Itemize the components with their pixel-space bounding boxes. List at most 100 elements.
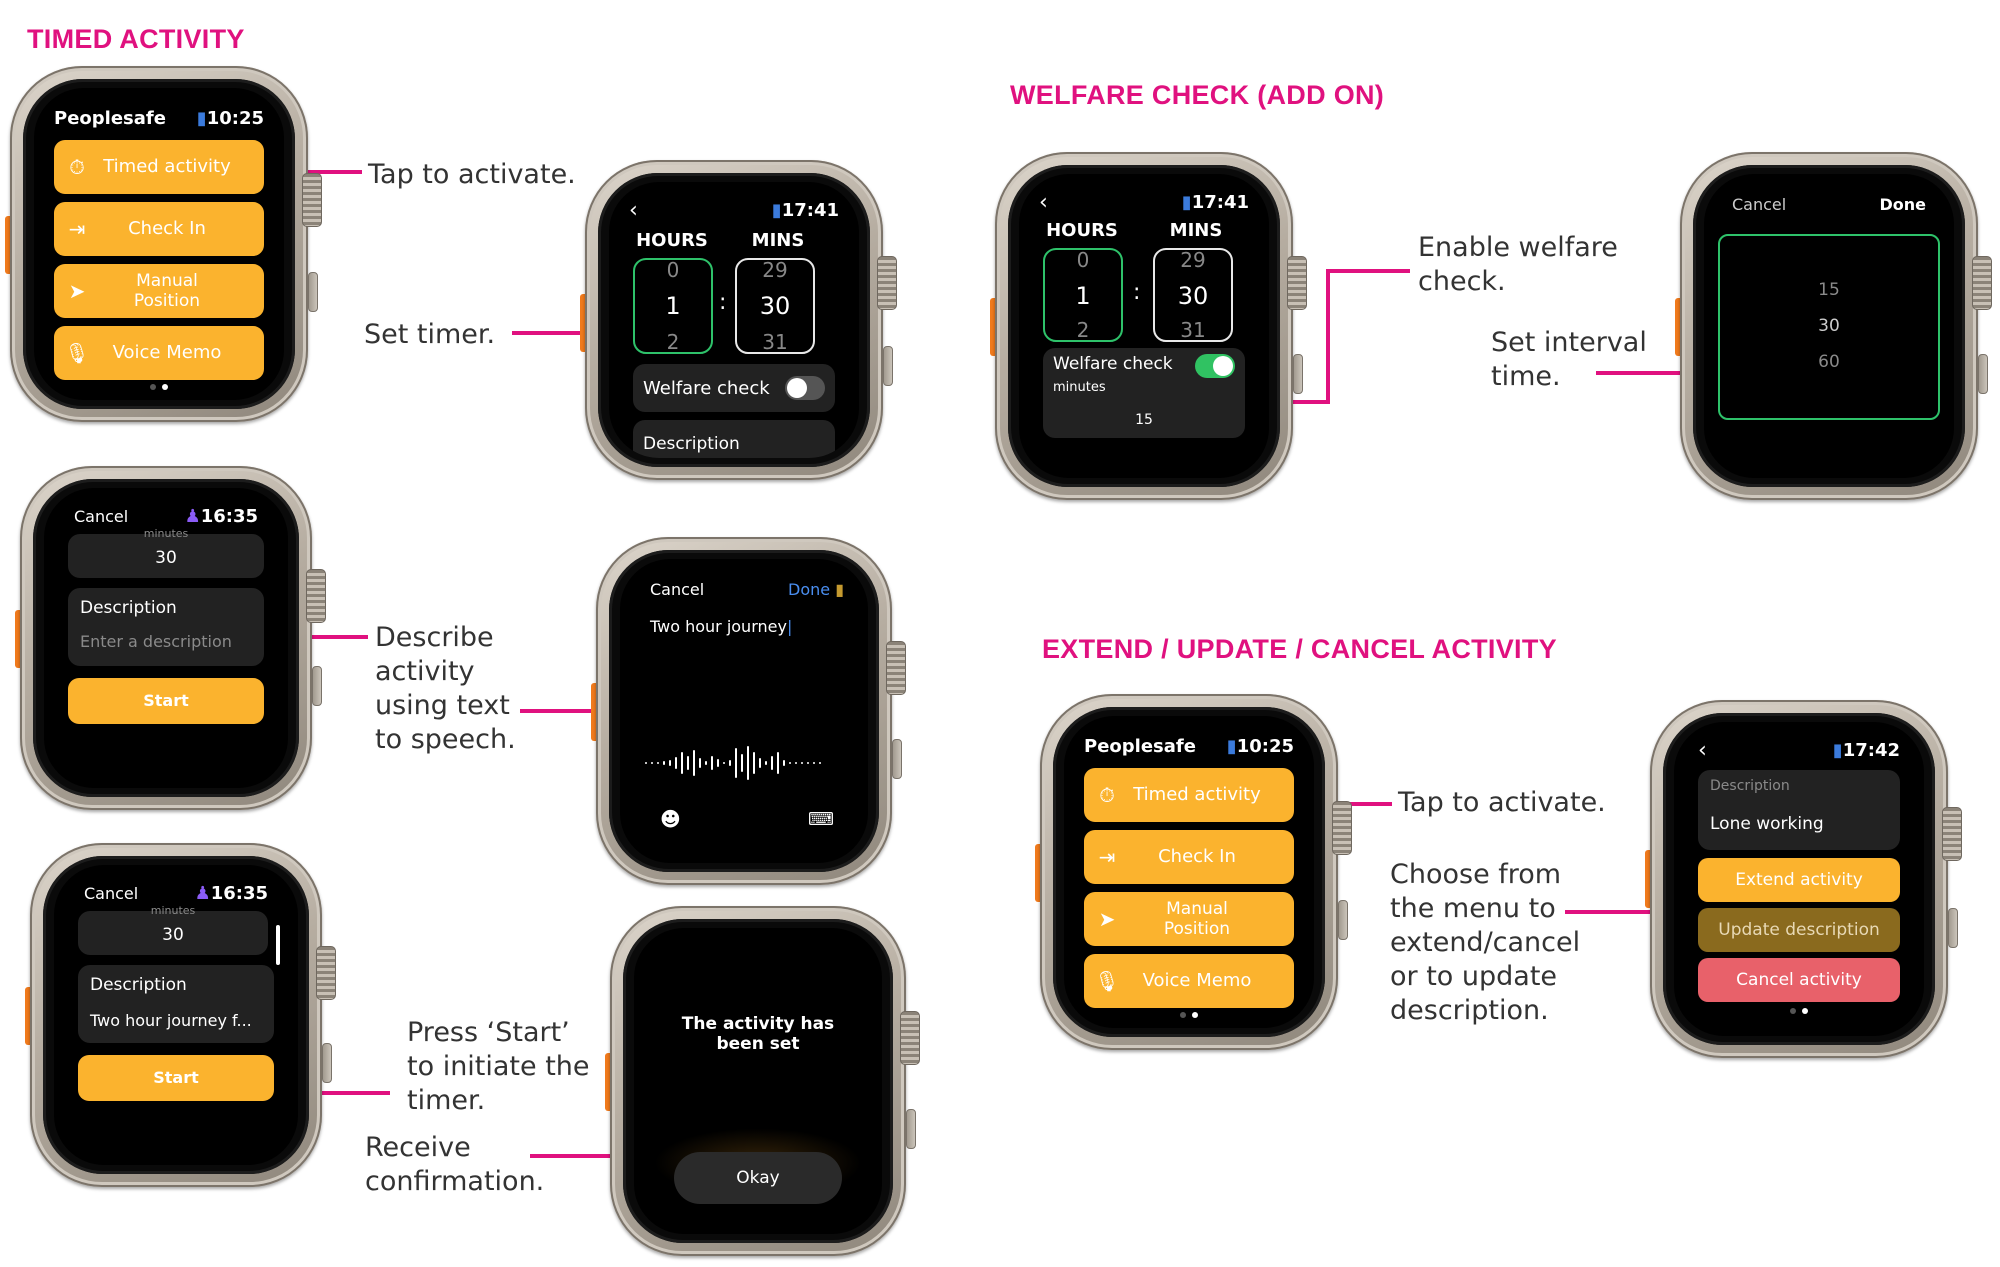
confirmation-message: The activity has been set (681, 1014, 835, 1054)
section-title-timed-activity: TIMED ACTIVITY (27, 24, 245, 54)
digital-crown[interactable] (900, 1011, 920, 1065)
waveform (645, 746, 821, 780)
keyboard-icon[interactable]: ⌨ (808, 809, 834, 830)
clock: ▮10:25 (1226, 735, 1294, 757)
watch-timer: ‹ ▮17:41 HOURS MINS 0 1 2 : 29 30 31 Wel… (580, 160, 897, 480)
location-arrow-icon: ➤ (68, 279, 86, 303)
welfare-check-toggle[interactable] (785, 376, 825, 400)
back-chevron-icon[interactable]: ‹ (1698, 737, 1707, 763)
menu-item-manual-position[interactable]: ➤Manual Position (54, 264, 264, 318)
stopwatch-icon: ⏱ (1099, 783, 1115, 807)
person-icon: ♟ (184, 505, 201, 527)
menu-item-check-in[interactable]: ⇥Check In (54, 202, 264, 256)
battery-icon: ▮ (1832, 739, 1843, 761)
app-name: Peoplesafe (1084, 735, 1196, 757)
battery-icon: ▮ (1226, 735, 1237, 757)
battery-icon: ▮ (196, 107, 207, 129)
page-indicator (34, 384, 284, 390)
hours-picker[interactable]: 0 1 2 (633, 258, 713, 354)
microphone-icon: 🎙 (1094, 969, 1120, 993)
digital-crown[interactable] (316, 946, 336, 1001)
battery-icon: ▮ (771, 199, 782, 221)
section-title-welfare-check: WELFARE CHECK (ADD ON) (1010, 80, 1385, 110)
done-button[interactable]: Done ▮ (788, 579, 844, 599)
hours-label: HOURS (636, 230, 708, 251)
clock: ▮17:42 (1832, 739, 1900, 761)
menu-item-timed-activity[interactable]: ⏱Timed activity (1084, 768, 1294, 822)
digital-crown[interactable] (886, 641, 906, 696)
page-indicator (1674, 1008, 1924, 1014)
digital-crown[interactable] (302, 172, 322, 227)
cancel-button[interactable]: Cancel (84, 883, 139, 903)
scroll-indicator[interactable] (276, 925, 280, 965)
cancel-button[interactable]: Cancel (650, 579, 705, 599)
mins-picker[interactable]: 29 30 31 (1153, 248, 1233, 342)
digital-crown[interactable] (1287, 256, 1307, 311)
digital-crown[interactable] (877, 256, 897, 310)
note-set-timer: Set timer. (364, 319, 496, 350)
note-tap-to-activate-1: Tap to activate. (368, 159, 576, 190)
mins-label: MINS (751, 230, 805, 251)
hours-label: HOURS (1046, 220, 1118, 241)
dictated-text[interactable]: Two hour journey| (650, 617, 793, 636)
update-description-button[interactable]: Update description (1698, 908, 1900, 952)
cancel-activity-button[interactable]: Cancel activity (1698, 958, 1900, 1002)
start-button[interactable]: Start (68, 678, 264, 724)
description-field[interactable]: Description Two hour journey f... (78, 965, 274, 1043)
mins-label: MINS (1169, 220, 1223, 241)
watch-interval-picker: Cancel Done 15 30 60 (1675, 152, 1992, 500)
emoji-icon[interactable]: ☻ (660, 807, 681, 831)
minutes-row[interactable]: minutes 30 (68, 527, 264, 578)
welfare-check-row[interactable]: Welfare check (633, 364, 835, 412)
digital-crown[interactable] (1972, 256, 1992, 311)
back-chevron-icon[interactable]: ‹ (629, 197, 638, 223)
description-field[interactable]: Description Lone working (1698, 770, 1900, 850)
digital-crown[interactable] (1332, 800, 1352, 855)
side-button[interactable] (308, 272, 318, 313)
okay-button[interactable]: Okay (674, 1152, 842, 1204)
cancel-button[interactable]: Cancel (74, 506, 129, 526)
menu-item-voice-memo[interactable]: 🎙Voice Memo (1084, 954, 1294, 1008)
status-bar: Peoplesafe ▮10:25 (54, 106, 264, 130)
action-button[interactable] (5, 215, 13, 274)
mins-picker[interactable]: 29 30 31 (735, 258, 815, 354)
menu-item-voice-memo[interactable]: 🎙Voice Memo (54, 326, 264, 380)
stopwatch-icon: ⏱ (69, 155, 85, 179)
menu-item-manual-position[interactable]: ➤Manual Position (1084, 892, 1294, 946)
extend-activity-button[interactable]: Extend activity (1698, 858, 1900, 902)
digital-crown[interactable] (306, 569, 326, 624)
sign-in-icon: ⇥ (68, 217, 86, 241)
battery-icon: ▮ (1181, 191, 1192, 213)
page-indicator (1064, 1012, 1314, 1018)
watch-confirmation: The activity has been set Okay (605, 906, 920, 1256)
menu-item-timed-activity[interactable]: ⏱Timed activity (54, 140, 264, 194)
clock: ♟16:35 (194, 882, 268, 904)
watch-welfare-check: ‹ ▮17:41 HOURS MINS 0 1 2 : 29 30 31 Wel… (990, 152, 1307, 500)
watch-menu-2: Peoplesafe ▮10:25 ⏱Timed activity ⇥Check… (1035, 694, 1352, 1050)
section-title-extend-update-cancel: EXTEND / UPDATE / CANCEL ACTIVITY (1042, 634, 1557, 664)
interval-picker[interactable]: 15 30 60 (1718, 234, 1940, 420)
hours-picker[interactable]: 0 1 2 (1043, 248, 1123, 342)
clock: ▮17:41 (771, 199, 839, 221)
interval-value[interactable]: 15 (1135, 412, 1153, 428)
app-name: Peoplesafe (54, 107, 166, 129)
cancel-button[interactable]: Cancel (1732, 194, 1787, 214)
watch-start: Cancel ♟16:35 minutes 30 Description Two… (25, 843, 336, 1187)
minutes-row[interactable]: minutes 30 (78, 904, 268, 955)
done-button[interactable]: Done (1879, 194, 1926, 214)
digital-crown[interactable] (1942, 807, 1962, 862)
welfare-check-toggle[interactable] (1195, 354, 1235, 378)
back-chevron-icon[interactable]: ‹ (1039, 189, 1048, 215)
description-row[interactable]: Description (633, 420, 835, 458)
clock: ▮10:25 (196, 107, 264, 129)
welfare-check-row[interactable]: Welfare check minutes 15 (1043, 348, 1245, 438)
start-button[interactable]: Start (78, 1055, 274, 1101)
note-tap-to-activate-2: Tap to activate. (1398, 787, 1606, 818)
description-field[interactable]: Description Enter a description (68, 588, 264, 666)
menu-item-check-in[interactable]: ⇥Check In (1084, 830, 1294, 884)
watch-manage-activity: ‹ ▮17:42 Description Lone working Extend… (1645, 700, 1962, 1058)
